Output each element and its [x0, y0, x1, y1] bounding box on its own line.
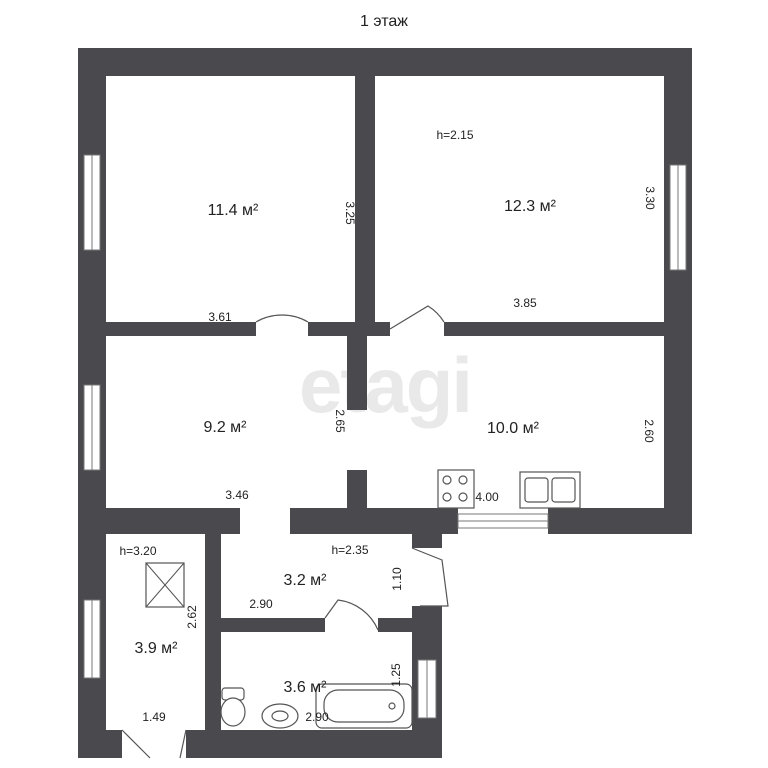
room-height-dim: 2.62 [185, 605, 199, 629]
room-width: 3.85 [513, 296, 537, 310]
door-r7 [324, 599, 379, 631]
room-width: 3.46 [225, 488, 249, 502]
room-7: 3.6 м² 2.90 1.25 [283, 663, 403, 724]
ceiling-height: h=2.35 [331, 543, 368, 557]
walls [78, 48, 692, 758]
wall-r6-r5 [205, 534, 221, 758]
room-width: 4.00 [475, 490, 499, 504]
sink-icon [261, 703, 299, 729]
room-area: 3.2 м² [283, 572, 327, 589]
room-area: 3.9 м² [134, 640, 178, 657]
door-r1 [255, 314, 309, 323]
room-height-dim: 1.25 [389, 663, 403, 687]
wall-top [78, 48, 692, 76]
stove-icon [437, 469, 475, 509]
room-area: 3.6 м² [283, 679, 327, 696]
room-height-dim: 2.65 [333, 409, 347, 433]
wall-r5-r7-a [221, 618, 325, 632]
wall-h2-a [106, 508, 240, 534]
room-1: 11.4 м² 3.61 3.25 [208, 201, 357, 324]
room-area: 11.4 м² [208, 202, 259, 219]
wall-right [664, 48, 692, 534]
wall-h2-c [548, 508, 692, 534]
room-width: 2.90 [249, 597, 273, 611]
room-height-dim: 3.30 [643, 186, 657, 210]
room-height-dim: 2.60 [642, 419, 656, 443]
windows [83, 154, 687, 719]
wall-r5-r7-b [378, 618, 412, 632]
room-width: 2.90 [305, 710, 329, 724]
wall-h1-c [444, 322, 664, 336]
room-area: 9.2 м² [203, 419, 247, 436]
door-r6-b [179, 729, 187, 759]
room-5: h=2.35 3.2 м² 2.90 1.10 [249, 543, 404, 611]
wall-bottom-a [78, 730, 122, 758]
room-2: h=2.15 12.3 м² 3.85 3.30 [436, 128, 657, 310]
wall-h1-a [106, 322, 256, 336]
toilet-icon [220, 687, 246, 727]
room-area: 12.3 м² [504, 198, 557, 215]
floor-title: 1 этаж [360, 13, 408, 30]
ceiling-height: h=3.20 [119, 544, 156, 558]
wall-r3-r4-upper [347, 336, 367, 410]
fixtures [145, 469, 581, 729]
room-width: 1.49 [142, 710, 166, 724]
room-height-dim: 3.25 [343, 201, 357, 225]
door-r5-ext [411, 547, 449, 607]
room-area: 10.0 м² [487, 420, 540, 437]
room-height-dim: 1.10 [390, 567, 404, 591]
door-r6-a [121, 729, 151, 759]
wall-bottom-b [186, 730, 442, 758]
room-width: 3.61 [208, 310, 232, 324]
doors [121, 305, 449, 759]
wall-h2-b [290, 508, 458, 534]
room-3: 9.2 м² 3.46 2.65 [203, 409, 347, 502]
watermark: etagi [299, 341, 471, 429]
room-4: 10.0 м² 4.00 2.60 [475, 419, 656, 504]
wall-r5-right-top [412, 534, 442, 548]
door-r2 [389, 305, 445, 330]
bathtub-icon [315, 683, 413, 729]
vent-icon [145, 562, 185, 608]
wall-r1-r2 [355, 76, 375, 324]
ceiling-height: h=2.15 [436, 128, 473, 142]
kitchen-sink-icon [519, 471, 581, 509]
room-6: h=3.20 3.9 м² 1.49 2.62 [119, 544, 199, 724]
wall-r3-r4-lower [347, 470, 367, 510]
wall-h1-b [308, 322, 390, 336]
